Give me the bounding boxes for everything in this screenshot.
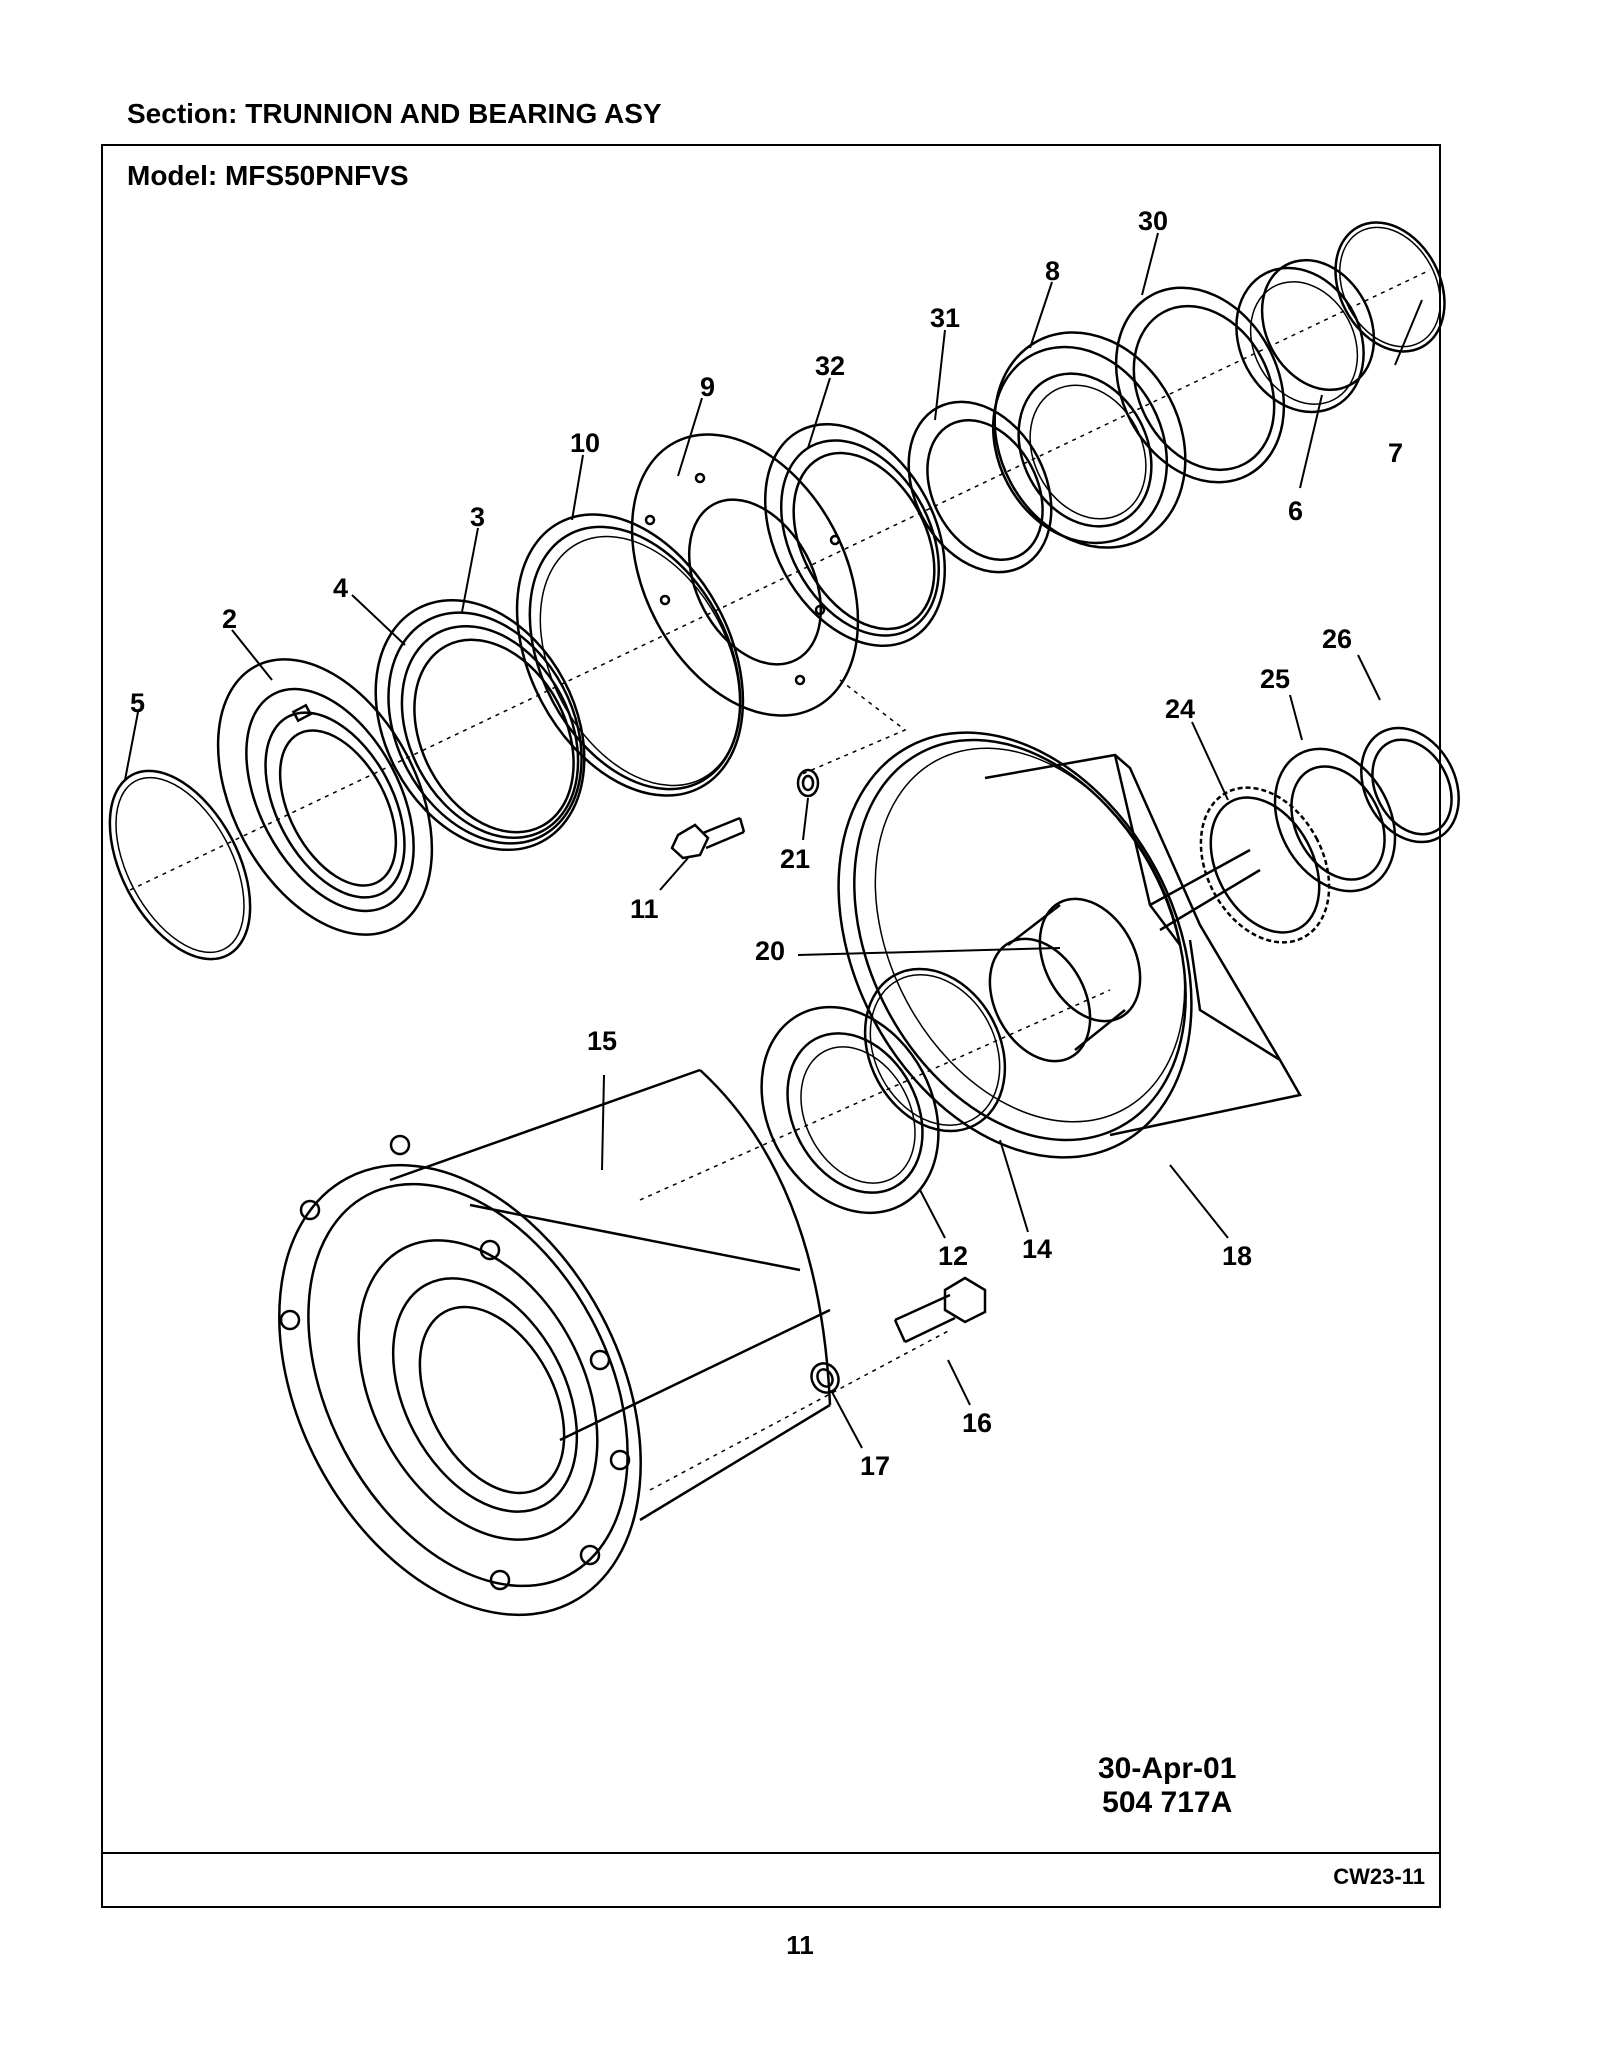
- part-25-lock-nut: [1273, 747, 1397, 893]
- callout-31: 31: [930, 303, 960, 333]
- callout-26: 26: [1322, 624, 1352, 654]
- callout-6: 6: [1288, 496, 1303, 526]
- bolt-axis: [649, 1329, 951, 1491]
- callout-11: 11: [630, 894, 659, 924]
- part-26-snap-ring: [1360, 726, 1460, 844]
- callout-14: 14: [1022, 1234, 1052, 1264]
- drawing-frame: [101, 144, 1441, 1908]
- callout-32: 32: [815, 351, 845, 381]
- footer-divider: [101, 1852, 1441, 1854]
- part-12-bearing: [760, 1005, 940, 1215]
- callout-4: 4: [333, 573, 348, 603]
- part-6-cup: [1235, 258, 1376, 414]
- part-2-seal-housing: [216, 658, 434, 936]
- stamp-date: 30-Apr-01: [1098, 1752, 1237, 1785]
- callout-9: 9: [700, 372, 715, 402]
- part-3-4-seal-rings: [374, 598, 586, 852]
- assembly-axis: [129, 269, 1431, 891]
- callout-7: 7: [1388, 438, 1403, 468]
- footer-code: CW23-11: [1333, 1864, 1425, 1889]
- drawing-stamp: 30-Apr-01 504 717A: [1098, 1752, 1236, 1820]
- callout-8: 8: [1045, 256, 1060, 286]
- section-title: Section: TRUNNION AND BEARING ASY: [127, 98, 662, 129]
- part-10-ring: [515, 513, 745, 797]
- part-32-seal: [763, 422, 947, 648]
- leader-lines: [124, 232, 1423, 1449]
- part-21-washer: [796, 768, 820, 798]
- part-9-leader-dots: [799, 679, 907, 776]
- stamp-drawing-number: 504 717A: [1102, 1786, 1233, 1819]
- callout-labels: 5 2 4 3 10 9 32 31 8 30 7 6 26 25 24 21 …: [130, 206, 1403, 1481]
- part-31-spacer: [907, 400, 1053, 574]
- callout-3: 3: [470, 502, 485, 532]
- part-16-bolt: [893, 1276, 987, 1344]
- part-11-bolt: [670, 816, 746, 860]
- model-title: Model: MFS50PNFVS: [127, 160, 409, 191]
- part-30-ring: [1114, 286, 1286, 484]
- part-15-housing: [278, 1068, 832, 1617]
- callout-12: 12: [938, 1241, 968, 1271]
- callout-16: 16: [962, 1408, 992, 1438]
- page-number: 11: [786, 1930, 814, 1960]
- part-20-sleeve: [988, 897, 1142, 1063]
- part-8-bearing: [991, 331, 1187, 549]
- callout-15: 15: [587, 1026, 617, 1056]
- part-5-oring: [108, 769, 252, 961]
- callout-18: 18: [1222, 1241, 1252, 1271]
- callout-10: 10: [570, 428, 600, 458]
- callout-21: 21: [780, 844, 810, 874]
- callout-25: 25: [1260, 664, 1290, 694]
- part-17-washer: [810, 1362, 840, 1394]
- callout-17: 17: [860, 1451, 890, 1481]
- callout-2: 2: [222, 604, 237, 634]
- callout-24: 24: [1165, 694, 1195, 724]
- callout-20: 20: [755, 936, 785, 966]
- part-24-lock-washer: [1199, 786, 1331, 944]
- part-7-snap-ring: [1334, 221, 1446, 353]
- callout-5: 5: [130, 688, 145, 718]
- part-18-trunnion: [837, 731, 1302, 1159]
- part-14-ring: [863, 967, 1007, 1133]
- part-9-flange-plate: [630, 433, 860, 717]
- callout-30: 30: [1138, 206, 1168, 236]
